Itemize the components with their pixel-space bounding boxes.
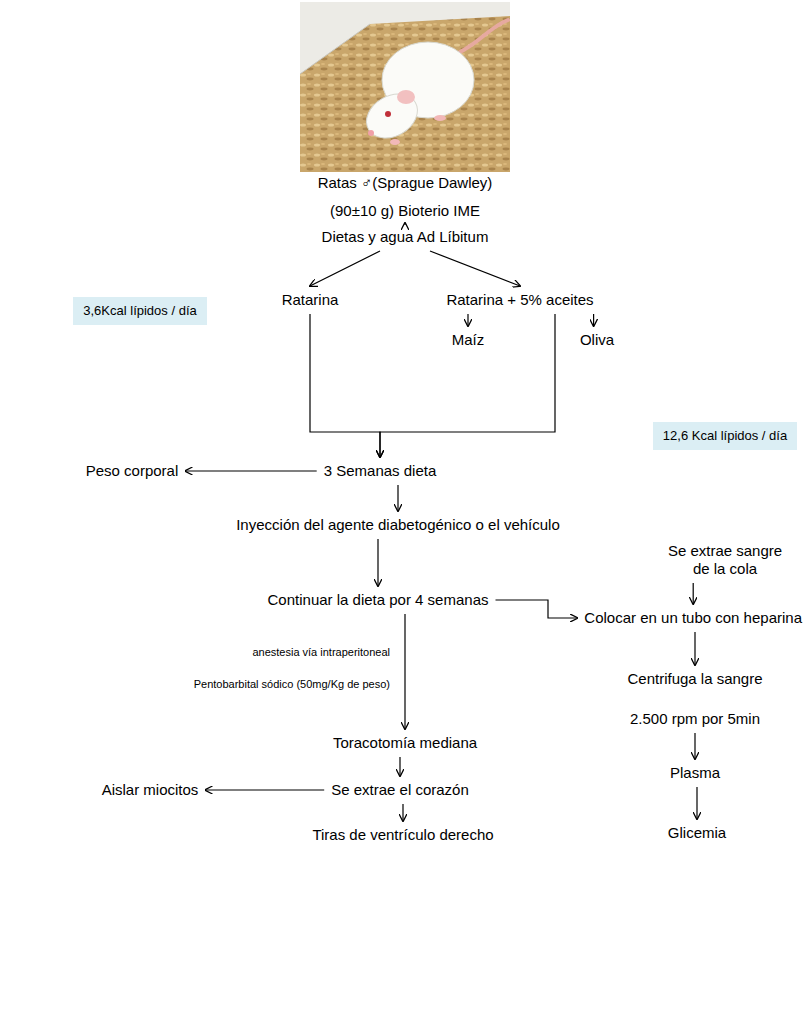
- flow-arrow: [696, 787, 697, 819]
- step-text: Se extrae el corazón: [327, 779, 473, 801]
- step-text: Glicemia: [664, 822, 730, 844]
- flow-arrow: [693, 583, 694, 604]
- node-text: Continuar la dieta por 4 semanas: [268, 591, 489, 609]
- node-text: Plasma: [670, 764, 720, 782]
- step-text: Plasma: [666, 762, 724, 784]
- flow-arrow: [185, 470, 316, 471]
- step-text: Ratarina: [278, 289, 343, 311]
- node-text: Maíz: [452, 331, 485, 349]
- node-text: Peso corporal: [86, 462, 179, 480]
- node-text: Aislar miocitos: [102, 781, 199, 799]
- flow-arrow: [380, 314, 555, 457]
- node-text: (90±10 g) Bioterio IME: [318, 202, 493, 220]
- step-text: Maíz: [448, 329, 489, 351]
- note-box: 3,6Kcal lípidos / día: [73, 297, 206, 325]
- node-text: Inyección del agente diabetogénico o el …: [236, 516, 560, 534]
- step-text: Dietas y agua Ad Líbitum: [318, 226, 493, 248]
- flow-arrow: [404, 223, 405, 225]
- note-box: 12,6 Kcal lípidos / día: [653, 422, 797, 450]
- node-text: Tiras de ventrículo derecho: [312, 826, 493, 844]
- node-text: 3,6Kcal lípidos / día: [83, 303, 196, 319]
- step-text: Tiras de ventrículo derecho: [308, 824, 497, 846]
- node-text: Ratas ♂(Sprague Dawley): [318, 174, 493, 192]
- flow-arrow: [399, 757, 400, 776]
- flow-arrow: [467, 314, 468, 326]
- node-text: 2.500 rpm por 5min: [627, 710, 762, 728]
- flow-arrow: [694, 632, 695, 665]
- flow-arrow: [430, 251, 520, 286]
- node-text: Colocar en un tubo con heparina: [584, 609, 802, 627]
- flow-arrow: [496, 600, 578, 618]
- node-text: Se extrae sangre de la cola: [660, 542, 790, 578]
- node-text: 3 Semanas dieta: [324, 462, 437, 480]
- note-label: anestesia vía intraperitoneal: [250, 646, 392, 659]
- flow-arrow: [593, 314, 594, 326]
- node-text: Ratarina: [282, 291, 339, 309]
- step-text: Centrifuga la sangre 2.500 rpm por 5min: [623, 668, 766, 730]
- node-text: Centrifuga la sangre: [627, 670, 762, 688]
- node-text: Toracotomía mediana: [333, 734, 477, 752]
- node-text: 12,6 Kcal lípidos / día: [663, 428, 787, 444]
- node-text: Glicemia: [668, 824, 726, 842]
- flow-arrow: [205, 789, 324, 790]
- rat-photo: [300, 2, 510, 172]
- step-text: Ratarina + 5% aceites: [442, 289, 597, 311]
- flow-arrow: [310, 314, 380, 457]
- node-text: Oliva: [580, 331, 614, 349]
- step-text: Se extrae sangre de la cola: [656, 540, 794, 580]
- step-text: Peso corporal: [82, 460, 183, 482]
- step-text: Ratas ♂(Sprague Dawley) (90±10 g) Bioteri…: [314, 172, 497, 222]
- note-label: Pentobarbital sódico (50mg/Kg de peso): [192, 678, 392, 691]
- node-text: Dietas y agua Ad Líbitum: [322, 228, 489, 246]
- step-text: Toracotomía mediana: [329, 732, 481, 754]
- node-text: Ratarina + 5% aceites: [446, 291, 593, 309]
- step-text: Oliva: [576, 329, 618, 351]
- step-text: Colocar en un tubo con heparina: [580, 607, 806, 629]
- step-text: Inyección del agente diabetogénico o el …: [232, 514, 564, 536]
- step-text: 3 Semanas dieta: [320, 460, 441, 482]
- flow-arrow: [397, 485, 398, 511]
- step-text: Continuar la dieta por 4 semanas: [264, 589, 493, 611]
- step-text: Aislar miocitos: [98, 779, 203, 801]
- flow-arrow: [694, 733, 695, 759]
- flow-arrow: [402, 804, 403, 821]
- node-text: Se extrae el corazón: [331, 781, 469, 799]
- flow-arrow: [310, 251, 380, 286]
- flow-arrow: [404, 614, 405, 729]
- flow-arrow: [377, 539, 378, 586]
